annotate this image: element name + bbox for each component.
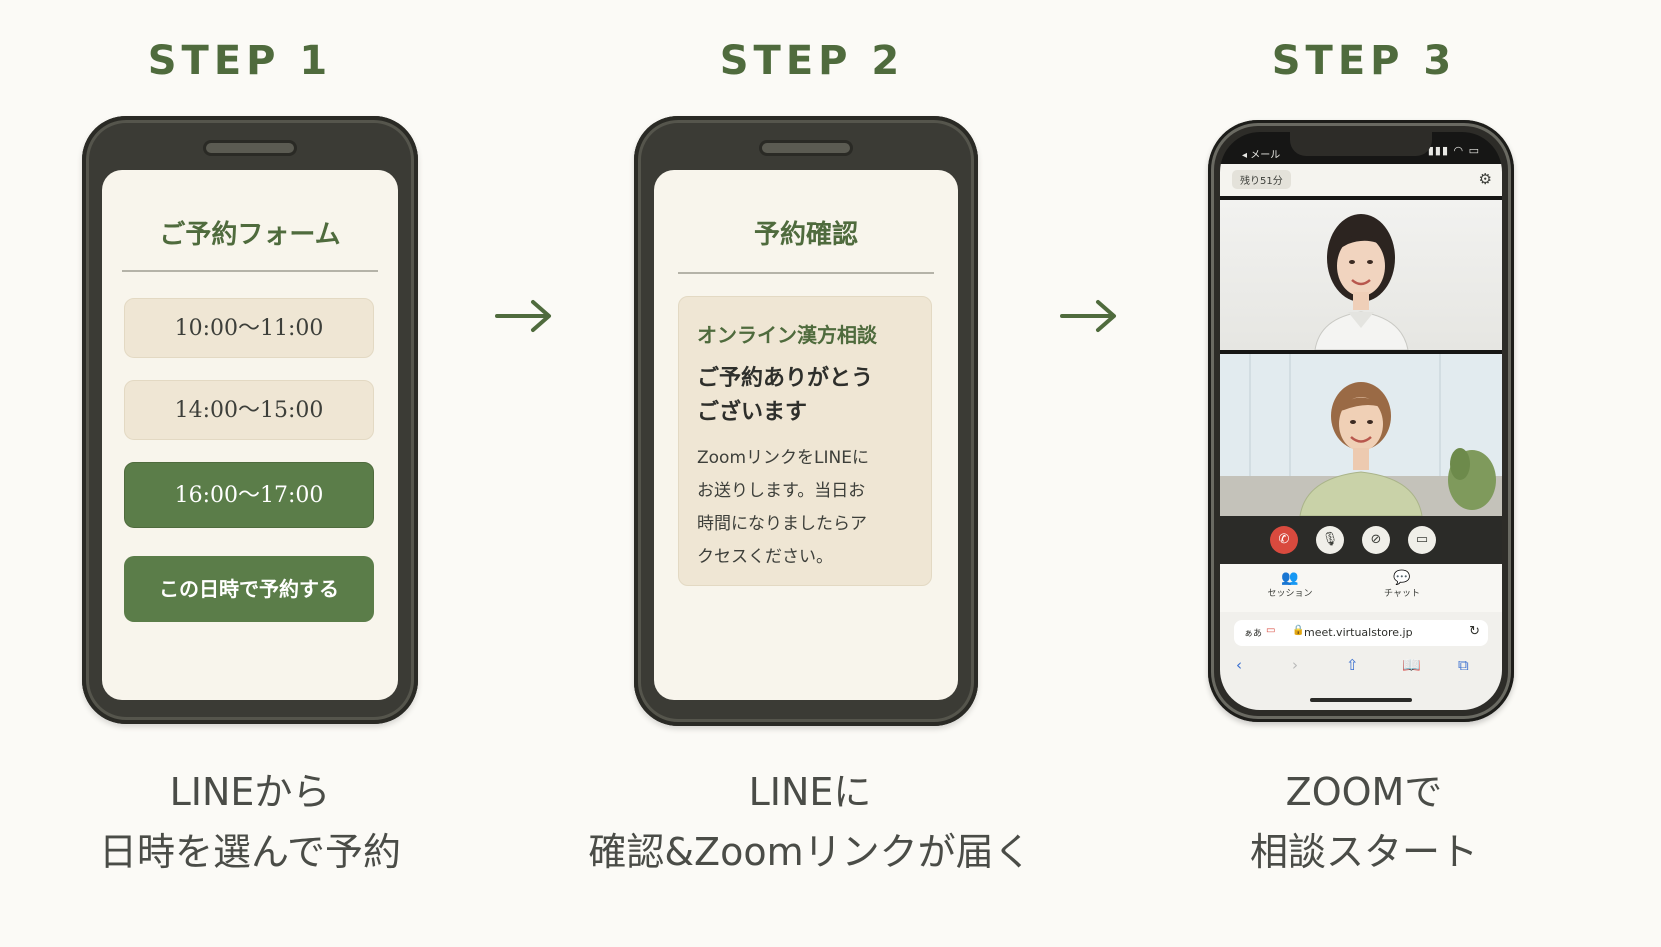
form-screen: ご予約フォーム 10:00〜11:00 14:00〜15:00 16:00〜17… xyxy=(102,170,398,700)
confirm-body: ZoomリンクをLINEに お送りします。当日お 時間になりましたらア クセスく… xyxy=(697,442,913,574)
time-remaining-badge: 残り51分 xyxy=(1232,170,1291,189)
home-indicator xyxy=(1310,698,1412,702)
confirm-card: オンライン漢方相談 ご予約ありがとう ございます ZoomリンクをLINEに お… xyxy=(678,296,932,586)
body-line-2: お送りします。当日お xyxy=(697,481,866,501)
confirm-screen: 予約確認 オンライン漢方相談 ご予約ありがとう ございます ZoomリンクをLI… xyxy=(654,170,958,700)
step2-caption-line2: 確認&Zoomリンクが届く xyxy=(588,830,1032,874)
consultation-name: オンライン漢方相談 xyxy=(697,323,877,347)
arrow-right-icon xyxy=(1060,300,1116,332)
phone-reservation-form: ご予約フォーム 10:00〜11:00 14:00〜15:00 16:00〜17… xyxy=(82,116,418,724)
zoom-tabbar: 👥 セッション 💬 チャット xyxy=(1220,564,1502,612)
step2-caption: LINEに 確認&Zoomリンクが届く xyxy=(530,762,1090,882)
status-icons: ▮▮▮ ◠ ▭ xyxy=(1427,144,1480,157)
step1-caption-line1: LINEから xyxy=(169,770,331,814)
share-icon[interactable]: ⇧ xyxy=(1346,656,1359,674)
tab-chat-label: チャット xyxy=(1384,589,1420,599)
video-tile-consultant xyxy=(1220,200,1502,350)
camera-icon[interactable]: ▭ xyxy=(1408,526,1436,554)
thanks-message: ご予約ありがとう ございます xyxy=(697,362,913,430)
time-slot-2[interactable]: 14:00〜15:00 xyxy=(124,380,374,440)
thanks-line-1: ご予約ありがとう xyxy=(697,366,874,391)
forward-icon[interactable]: › xyxy=(1292,656,1298,674)
bookmarks-icon[interactable]: 📖 xyxy=(1402,656,1421,674)
chat-icon: 💬 xyxy=(1393,570,1411,586)
arrow-right-icon xyxy=(495,300,551,332)
zoom-header: 残り51分 ⚙ xyxy=(1220,164,1502,196)
video-tile-client xyxy=(1220,354,1502,516)
browser-chrome: ぁあ ▭ 🔒 meet.virtualstore.jp ↻ ‹ › ⇧ 📖 ⧉ xyxy=(1220,612,1502,710)
phone-speaker xyxy=(759,140,853,156)
back-icon[interactable]: ‹ xyxy=(1236,656,1242,674)
step3-caption-line1: ZOOMで xyxy=(1285,770,1443,814)
time-slot-1[interactable]: 10:00〜11:00 xyxy=(124,298,374,358)
call-controls: ✆ 🎙 ⊘ ▭ xyxy=(1220,516,1502,564)
step3-caption-line2: 相談スタート xyxy=(1249,830,1478,874)
body-line-3: 時間になりましたらア xyxy=(697,514,867,534)
body-line-4: クセスください。 xyxy=(697,547,833,567)
end-call-icon[interactable]: ✆ xyxy=(1270,526,1298,554)
url-text: meet.virtualstore.jp xyxy=(1304,626,1413,639)
confirm-title: 予約確認 xyxy=(753,220,858,250)
gear-icon[interactable]: ⚙ xyxy=(1478,170,1492,188)
address-bar[interactable]: ぁあ ▭ 🔒 meet.virtualstore.jp ↻ xyxy=(1234,620,1488,646)
lock-icon: 🔒 xyxy=(1292,625,1305,636)
tab-chat[interactable]: 💬 チャット xyxy=(1362,570,1442,599)
step1-caption: LINEから 日時を選んで予約 xyxy=(0,762,530,882)
reload-icon[interactable]: ↻ xyxy=(1469,624,1480,639)
confirm-divider xyxy=(678,272,934,274)
reader-aa-button[interactable]: ぁあ xyxy=(1244,629,1263,639)
tabs-icon[interactable]: ⧉ xyxy=(1458,656,1469,674)
step1-caption-line2: 日時を選んで予約 xyxy=(98,830,402,874)
form-divider xyxy=(122,270,378,272)
step3-title: STEP 3 xyxy=(1271,38,1457,84)
thanks-line-2: ございます xyxy=(697,400,808,425)
tab-session-label: セッション xyxy=(1267,589,1313,599)
notch xyxy=(1290,132,1432,156)
step3-caption: ZOOMで 相談スタート xyxy=(1084,762,1644,882)
form-title: ご予約フォーム xyxy=(159,220,341,250)
consultant-portrait xyxy=(1314,214,1409,350)
phone-speaker xyxy=(203,140,297,156)
step2-title: STEP 2 xyxy=(719,38,905,84)
mic-icon[interactable]: 🎙 xyxy=(1316,526,1344,554)
video-off-icon[interactable]: ⊘ xyxy=(1362,526,1390,554)
tab-session[interactable]: 👥 セッション xyxy=(1250,570,1330,599)
step1-title: STEP 1 xyxy=(147,38,333,84)
status-bar: ◂ メール ▮▮▮ ◠ ▭ xyxy=(1220,132,1502,164)
client-portrait xyxy=(1220,354,1502,516)
body-line-1: ZoomリンクをLINEに xyxy=(697,448,869,468)
status-back-link[interactable]: ◂ メール xyxy=(1242,150,1281,161)
reserve-button[interactable]: この日時で予約する xyxy=(124,556,374,622)
recording-icon: ▭ xyxy=(1266,625,1276,636)
phone-zoom-call: ◂ メール ▮▮▮ ◠ ▭ 残り51分 ⚙ xyxy=(1208,120,1514,722)
zoom-screen: ◂ メール ▮▮▮ ◠ ▭ 残り51分 ⚙ xyxy=(1220,132,1502,710)
step2-caption-line1: LINEに xyxy=(748,770,872,814)
time-slot-3-selected[interactable]: 16:00〜17:00 xyxy=(124,462,374,528)
phone-confirmation: 予約確認 オンライン漢方相談 ご予約ありがとう ございます ZoomリンクをLI… xyxy=(634,116,978,726)
session-icon: 👥 xyxy=(1281,570,1299,586)
